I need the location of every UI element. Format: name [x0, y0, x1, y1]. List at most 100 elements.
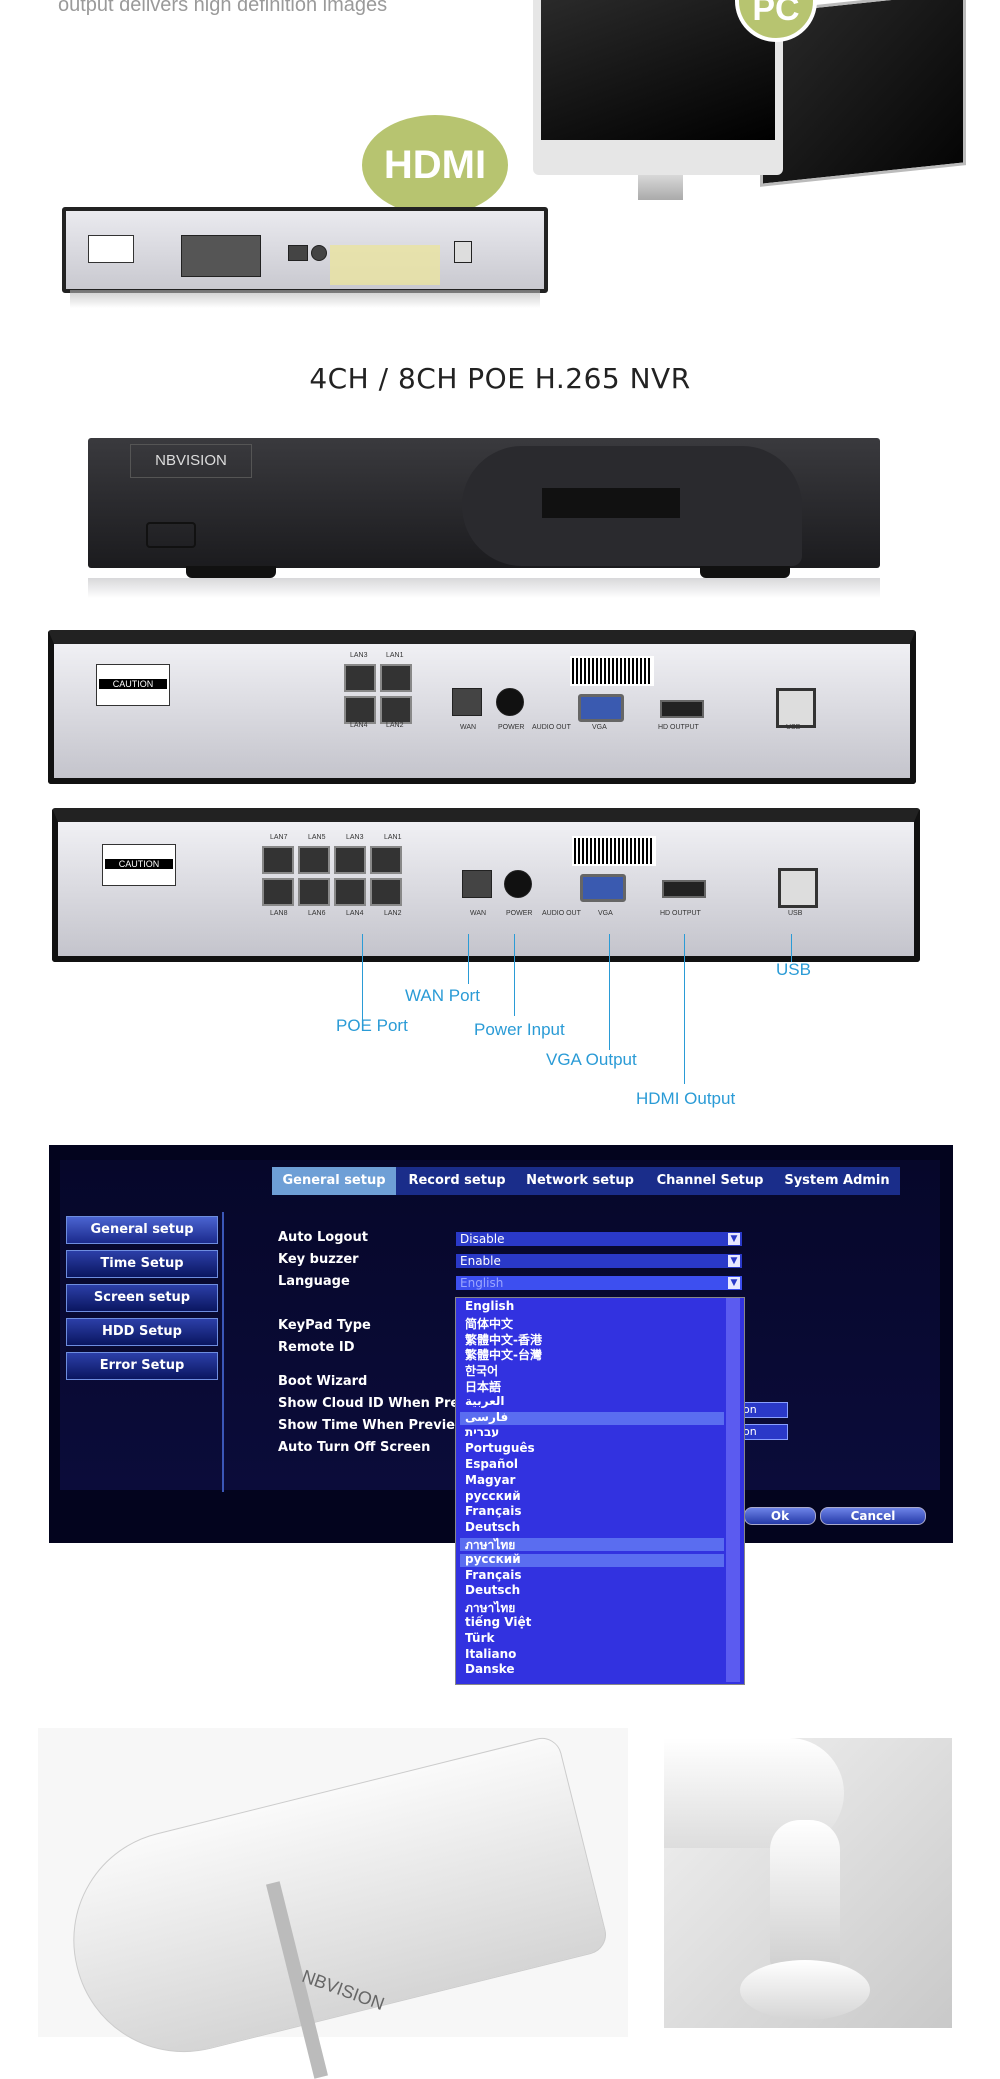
port-label: USB	[786, 724, 801, 731]
lan-port	[334, 878, 366, 906]
barcode-label	[570, 656, 654, 686]
cancel-button[interactable]: Cancel	[820, 1507, 926, 1525]
top-caption: output delivers high definition images	[58, 0, 388, 16]
caution-label: CAUTION	[102, 844, 176, 886]
language-option[interactable]: Deutsch	[465, 1583, 521, 1598]
chevron-down-icon[interactable]: ▼	[728, 1233, 740, 1245]
language-option[interactable]: 简体中文	[465, 1316, 514, 1331]
caution-label: CAUTION	[96, 664, 170, 706]
tab-bar: General setup Record setup Network setup…	[272, 1167, 900, 1195]
language-option[interactable]: русский	[465, 1551, 521, 1566]
lan-port	[262, 878, 294, 906]
wan-callout-line	[468, 934, 469, 984]
poe-callout-line	[362, 934, 363, 1024]
lan-ports-small	[181, 235, 261, 277]
language-option[interactable]: Português	[465, 1441, 535, 1456]
language-dropdown-list[interactable]	[455, 1297, 745, 1685]
show-cloud-id-label: Show Cloud ID When Pre	[278, 1396, 460, 1411]
port-label: HD OUTPUT	[658, 724, 699, 731]
language-option[interactable]: ภาษาไทย	[465, 1601, 516, 1616]
product-title: 4CH / 8CH POE H.265 NVR	[309, 362, 691, 395]
barcode-label	[572, 836, 656, 866]
lan-label: LAN4	[350, 722, 368, 729]
wan-callout: WAN Port	[405, 986, 480, 1005]
port-label: AUDIO OUT	[532, 724, 571, 731]
language-option[interactable]: 繁體中文-台灣	[465, 1348, 542, 1363]
lan-port	[370, 878, 402, 906]
port-label: WAN	[470, 910, 487, 917]
nvr-small-shadow	[70, 290, 540, 308]
language-option[interactable]: 繁體中文-香港	[465, 1332, 542, 1347]
settings-sidebar: General setup Time Setup Screen setup HD…	[62, 1212, 224, 1492]
show-cloud-toggle[interactable]: on	[742, 1402, 788, 1418]
tab-record-setup[interactable]: Record setup	[408, 1173, 506, 1188]
nvr-front-reflection	[88, 578, 880, 598]
language-label: Language	[278, 1274, 350, 1289]
lan-label: LAN3	[346, 834, 364, 841]
wan-port-small	[288, 245, 308, 261]
tab-network-setup[interactable]: Network setup	[526, 1173, 634, 1188]
sidebar-item-screen-setup[interactable]: Screen setup	[66, 1284, 218, 1312]
chevron-down-icon[interactable]: ▼	[728, 1255, 740, 1267]
sidebar-item-hdd-setup[interactable]: HDD Setup	[66, 1318, 218, 1346]
chevron-down-icon[interactable]: ▼	[728, 1277, 740, 1289]
language-option[interactable]: 한국어	[465, 1364, 499, 1379]
lan-label: LAN1	[386, 652, 404, 659]
language-option[interactable]: עברית	[465, 1425, 500, 1440]
power-port	[504, 870, 532, 898]
language-option[interactable]: Türk	[465, 1630, 495, 1645]
language-option[interactable]: العربية	[465, 1393, 505, 1408]
language-option[interactable]: русский	[465, 1488, 521, 1503]
port-label: HD OUTPUT	[660, 910, 701, 917]
vga-callout: VGA Output	[546, 1050, 637, 1069]
lan-label: LAN4	[346, 910, 364, 917]
language-scrollbar[interactable]	[726, 1298, 740, 1682]
language-option[interactable]: Danske	[465, 1662, 515, 1677]
usb-port	[776, 688, 816, 728]
hdmi-callout: HDMI Output	[636, 1089, 736, 1108]
lan-port	[334, 846, 366, 874]
camera-mount-base	[740, 1960, 870, 2020]
lan-label: LAN2	[386, 722, 404, 729]
usb-callout: USB	[776, 960, 811, 979]
brand-logo: NBVISION	[130, 444, 252, 478]
language-option[interactable]: Magyar	[465, 1472, 516, 1487]
lan-port	[370, 846, 402, 874]
hdmi-highlight	[330, 245, 440, 285]
tab-channel-setup[interactable]: Channel Setup	[656, 1173, 764, 1188]
tab-system-admin[interactable]: System Admin	[784, 1173, 890, 1188]
language-option[interactable]: Français	[465, 1504, 522, 1519]
sidebar-item-general-setup[interactable]: General setup	[66, 1216, 218, 1244]
key-buzzer-label: Key buzzer	[278, 1252, 359, 1267]
language-option[interactable]: English	[465, 1299, 515, 1313]
tab-general-setup[interactable]: General setup	[272, 1167, 396, 1195]
auto-logout-select[interactable]: Disable▼	[456, 1232, 742, 1246]
ok-button[interactable]: Ok	[744, 1507, 816, 1525]
sidebar-item-time-setup[interactable]: Time Setup	[66, 1250, 218, 1278]
wan-port	[462, 870, 492, 898]
language-option[interactable]: Deutsch	[465, 1520, 521, 1535]
language-option[interactable]: فارسی	[465, 1409, 509, 1424]
language-option[interactable]: Italiano	[465, 1646, 517, 1661]
brand-logo-text: NBVISION	[155, 452, 227, 469]
vga-port	[580, 874, 626, 902]
lan-ports-8	[262, 846, 402, 906]
port-label: AUDIO OUT	[542, 910, 581, 917]
language-option[interactable]: 日本語	[465, 1380, 502, 1394]
lan-label: LAN5	[308, 834, 326, 841]
language-option[interactable]: tiếng Việt	[465, 1615, 532, 1629]
imac-stand	[638, 175, 683, 200]
wan-port	[452, 688, 482, 716]
language-option[interactable]: ภาษาไทย	[465, 1538, 516, 1552]
language-option[interactable]: Français	[465, 1567, 522, 1582]
key-buzzer-select[interactable]: Enable▼	[456, 1254, 742, 1268]
sidebar-item-error-setup[interactable]: Error Setup	[66, 1352, 218, 1380]
lan-label: LAN3	[350, 652, 368, 659]
language-select[interactable]: English▼	[456, 1276, 742, 1290]
nvr-back-small	[62, 207, 548, 293]
camera-mount-arm	[770, 1820, 840, 1970]
language-option[interactable]: Español	[465, 1457, 518, 1471]
usb-port	[778, 868, 818, 908]
show-time-toggle[interactable]: on	[742, 1424, 788, 1440]
lan-port	[344, 664, 376, 692]
